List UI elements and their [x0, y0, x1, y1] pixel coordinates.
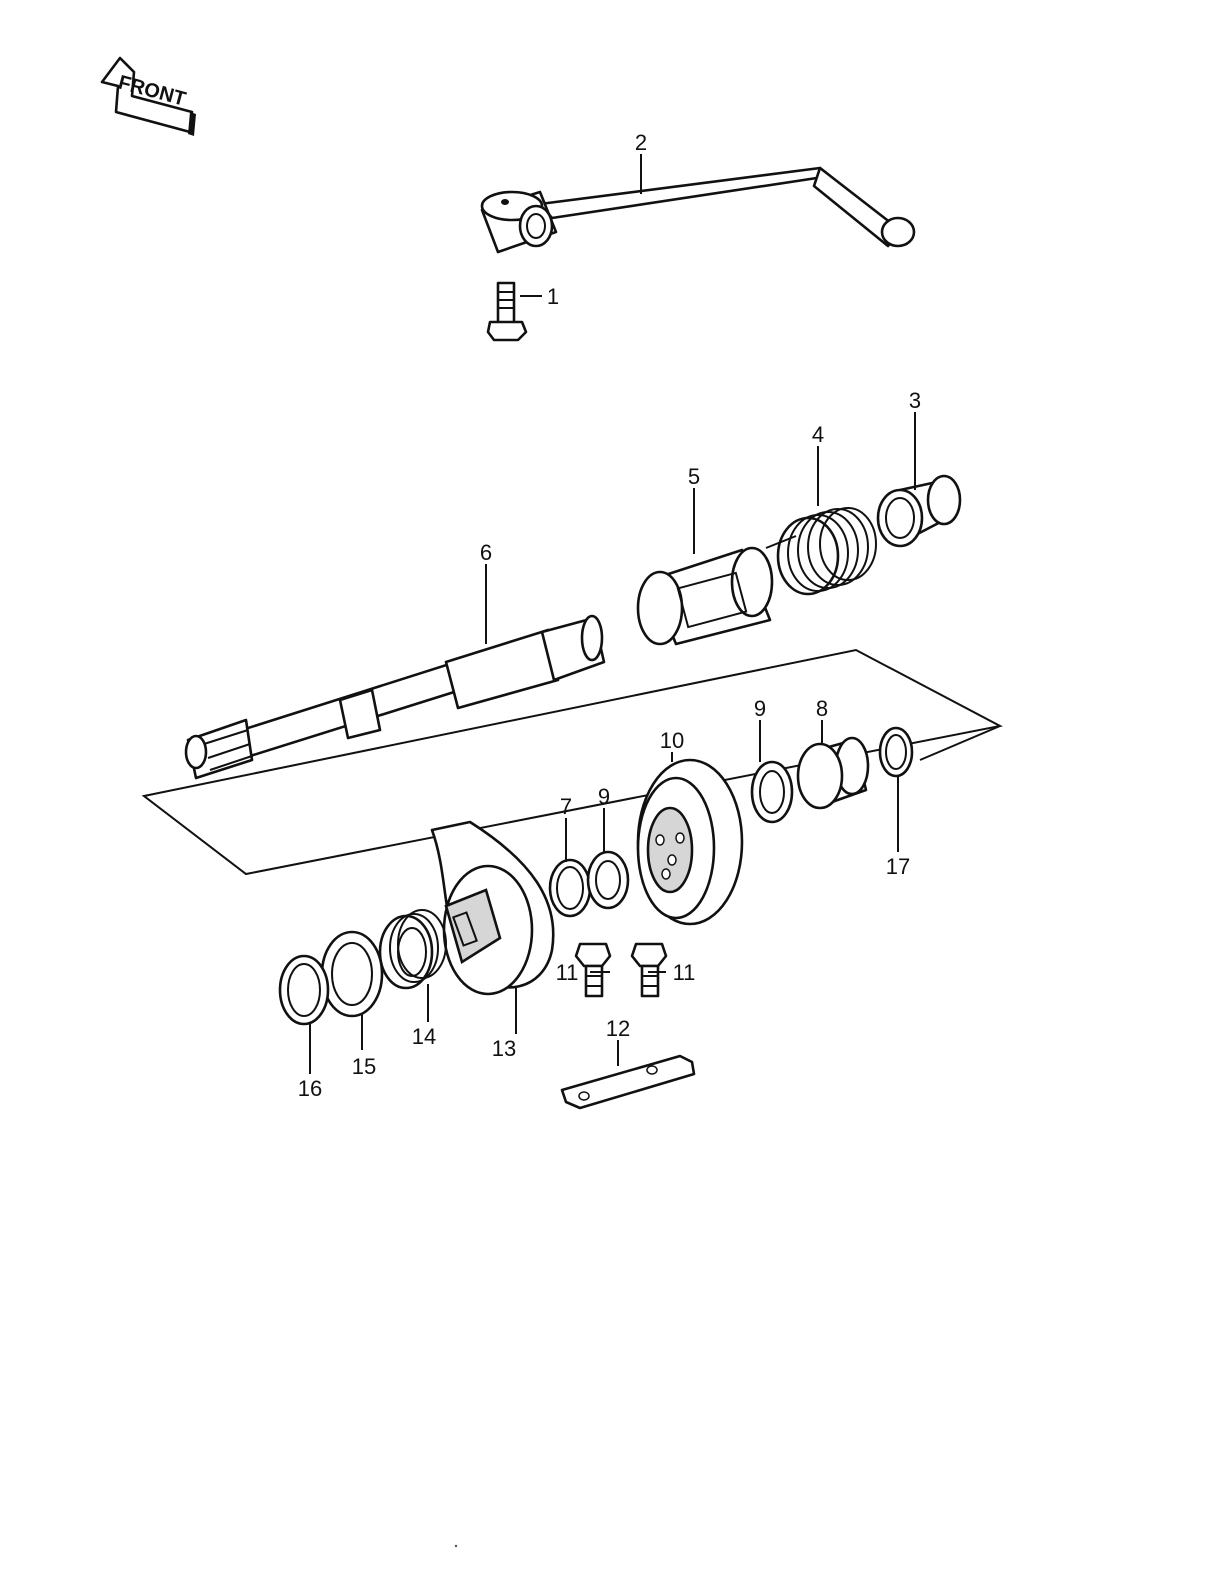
callout-1: 1 — [547, 284, 559, 309]
callout-15: 15 — [352, 1054, 376, 1079]
callout-11a: 11 — [556, 960, 579, 985]
sleeve-5 — [636, 546, 774, 646]
callout-11b: 11 — [673, 960, 696, 985]
bolt-11b — [630, 942, 668, 998]
collar-8 — [796, 736, 870, 810]
callout-5: 5 — [688, 464, 700, 489]
washer-9b — [750, 760, 794, 824]
collar-3 — [876, 474, 962, 548]
callout-12: 12 — [606, 1016, 630, 1041]
callout-8: 8 — [816, 696, 828, 721]
leader-lines — [309, 154, 916, 1074]
callout-3: 3 — [909, 388, 921, 413]
spring-14 — [378, 909, 447, 990]
plate-12 — [560, 1054, 696, 1110]
callout-13: 13 — [492, 1036, 516, 1061]
callout-14: 14 — [412, 1024, 436, 1049]
callout-labels: 2 1 3 4 5 6 7 8 9 9 10 11 11 12 13 14 15… — [298, 130, 921, 1101]
circlip-16 — [278, 954, 330, 1026]
circlip-7 — [548, 858, 592, 918]
assembly-outline — [141, 648, 1003, 876]
callout-9b: 9 — [754, 696, 766, 721]
callout-9a: 9 — [598, 784, 610, 809]
circlip-17 — [878, 726, 914, 778]
ratchet-13 — [430, 820, 555, 996]
bolt-11a — [574, 942, 612, 998]
spring-4 — [765, 507, 877, 596]
front-arrow-icon: FRONT — [100, 56, 196, 136]
callout-7: 7 — [560, 794, 572, 819]
callout-6: 6 — [480, 540, 492, 565]
callout-2: 2 — [635, 130, 647, 155]
kick-shaft-6 — [184, 614, 606, 780]
bolt-1 — [486, 281, 528, 342]
callout-10: 10 — [660, 728, 684, 753]
kick-pedal-arm — [480, 166, 916, 254]
callout-17: 17 — [886, 854, 910, 879]
gear-10 — [636, 758, 744, 926]
speck — [454, 1544, 458, 1548]
washer-9a — [586, 850, 630, 910]
washer-15 — [320, 930, 384, 1018]
callout-16: 16 — [298, 1076, 322, 1101]
callout-4: 4 — [812, 422, 824, 447]
